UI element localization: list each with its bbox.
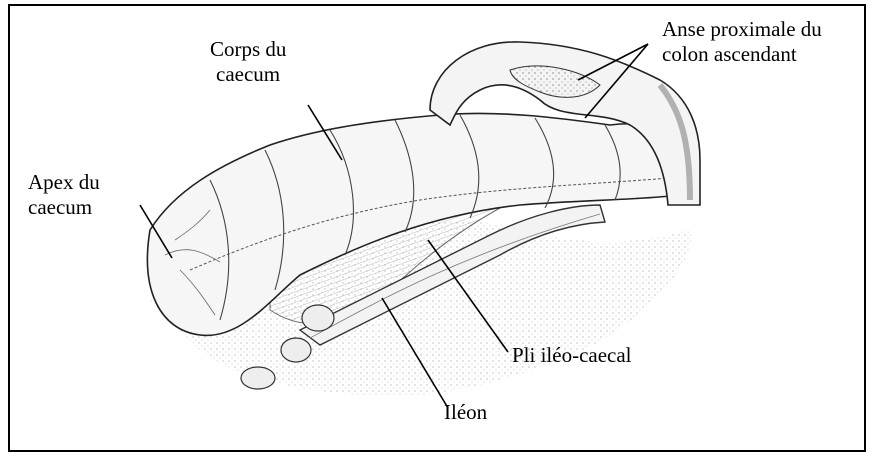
nodule [281, 338, 311, 362]
label-pli-ileo-caecal: Pli iléo-caecal [512, 343, 632, 368]
label-ileon: Iléon [444, 400, 487, 425]
label-corps-du-caecum: Corps du caecum [210, 37, 286, 87]
nodule [302, 305, 334, 331]
label-apex-du-caecum: Apex du caecum [28, 170, 100, 220]
label-anse-proximale: Anse proximale du colon ascendant [662, 17, 822, 67]
nodule [241, 367, 275, 389]
